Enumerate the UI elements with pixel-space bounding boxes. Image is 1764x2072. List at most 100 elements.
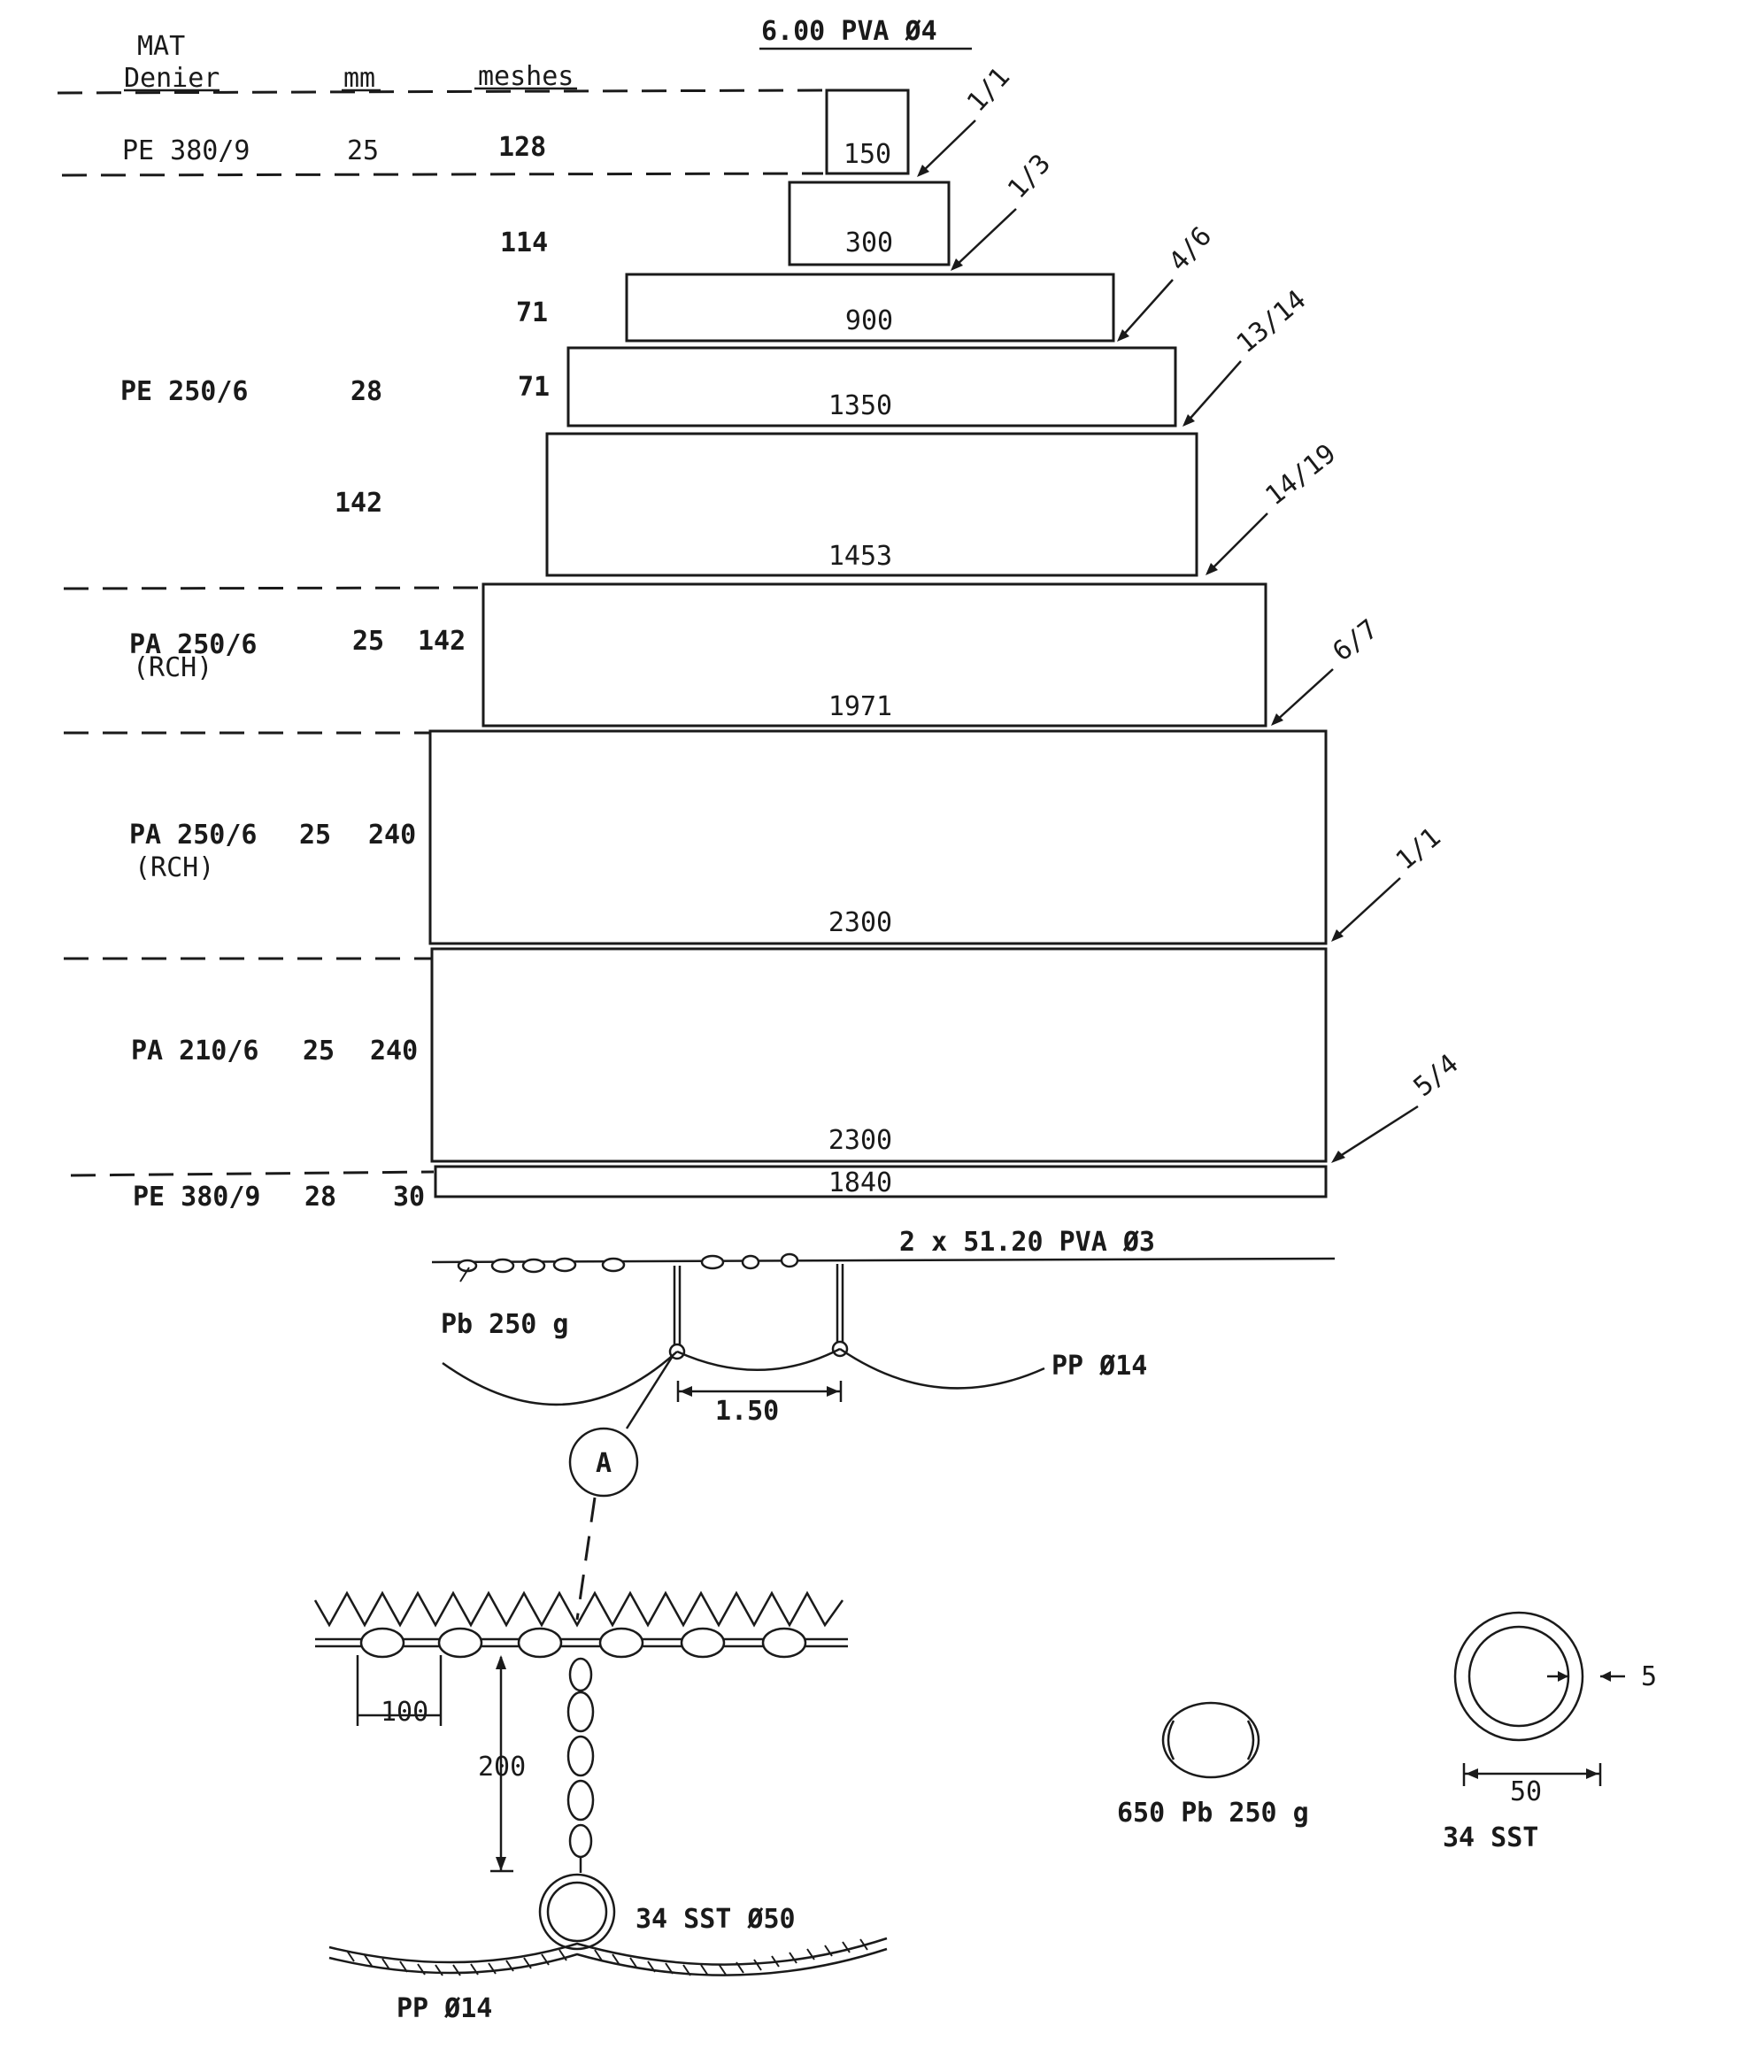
detail-bottom-rope bbox=[328, 1937, 888, 1976]
detail-marker-circle bbox=[568, 1427, 639, 1498]
row2-meshes: 114 bbox=[500, 227, 548, 258]
bridle-curve bbox=[676, 1347, 841, 1372]
row6-note: (RCH) bbox=[133, 652, 212, 683]
cut-callout: 6/7 bbox=[1271, 613, 1384, 726]
net-panel bbox=[566, 346, 1177, 427]
net-panel bbox=[430, 947, 1328, 1163]
detail-sinkers bbox=[359, 1627, 807, 1659]
spacing-label: 1.50 bbox=[715, 1396, 779, 1427]
ring-outer-icon bbox=[1453, 1611, 1584, 1742]
cut-callout: 4/6 bbox=[1117, 221, 1218, 342]
panel-width-label: 300 bbox=[845, 227, 893, 258]
ring-diameter-label: 50 bbox=[1510, 1776, 1542, 1807]
row9-mm: 28 bbox=[304, 1182, 336, 1213]
net-panel bbox=[825, 89, 910, 175]
cut-label: 1/1 bbox=[1390, 821, 1447, 876]
row8-material: PA 210/6 bbox=[131, 1036, 259, 1067]
ring-diameter-dimension bbox=[1462, 1763, 1602, 1786]
net-panel bbox=[788, 181, 951, 266]
cut-callout: 1/3 bbox=[951, 149, 1057, 271]
header-mat: MAT bbox=[137, 31, 185, 62]
panel-width-label: 1453 bbox=[828, 541, 892, 572]
row4-meshes: 71 bbox=[518, 372, 550, 403]
cut-label: 1/1 bbox=[961, 62, 1016, 119]
row5-meshes: 142 bbox=[335, 488, 382, 519]
panel-width-label: 900 bbox=[845, 305, 893, 336]
cut-label: 5/4 bbox=[1408, 1048, 1465, 1103]
detail-ring-inner bbox=[546, 1881, 608, 1943]
detail-leader bbox=[625, 1355, 674, 1429]
detail-drop-dimension bbox=[490, 1655, 513, 1873]
net-panel bbox=[545, 432, 1198, 577]
row1-meshes: 128 bbox=[498, 132, 546, 163]
row6-material: PA 250/6 bbox=[129, 629, 258, 660]
cut-callout: 13/14 bbox=[1182, 284, 1312, 427]
row1-mm: 25 bbox=[347, 135, 379, 166]
cut-label: 1/3 bbox=[1002, 149, 1057, 205]
row1-material: PE 380/9 bbox=[122, 135, 250, 166]
row3-meshes: 71 bbox=[516, 297, 548, 328]
detail-spacing-label: 100 bbox=[381, 1697, 428, 1728]
sinker-label: 650 Pb 250 g bbox=[1117, 1798, 1309, 1829]
footrope-label: 2 x 51.20 PVA Ø3 bbox=[899, 1227, 1155, 1258]
detail-drop-label: 200 bbox=[478, 1752, 526, 1783]
cut-callout: 1/1 bbox=[917, 62, 1016, 177]
panel-width-label: 1971 bbox=[828, 691, 892, 722]
row6-mm: 25 bbox=[352, 626, 384, 657]
row7-mm: 25 bbox=[299, 820, 331, 851]
detail-marker-label: A bbox=[596, 1448, 612, 1479]
net-panel bbox=[625, 273, 1115, 343]
net-panel bbox=[481, 582, 1267, 728]
header-mm: mm bbox=[343, 63, 375, 94]
row7-note: (RCH) bbox=[135, 852, 214, 883]
section-divider bbox=[70, 1170, 435, 1177]
detail-rope-label: PP Ø14 bbox=[397, 1993, 492, 2024]
cut-label: 6/7 bbox=[1327, 613, 1383, 667]
row7-meshes: 240 bbox=[368, 820, 416, 851]
header-denier: Denier bbox=[124, 63, 220, 94]
bridle-curve bbox=[442, 1351, 678, 1406]
detail-dashed-leader bbox=[575, 1497, 597, 1621]
net-panel bbox=[428, 729, 1328, 945]
row7-material: PA 250/6 bbox=[129, 820, 258, 851]
cut-label: 13/14 bbox=[1231, 284, 1313, 359]
weight-label: Pb 250 g bbox=[441, 1309, 569, 1340]
panel-width-label: 1350 bbox=[828, 390, 892, 421]
dropper-chain bbox=[668, 1264, 849, 1360]
ring-thickness-label: 5 bbox=[1641, 1661, 1657, 1692]
panel-width-label: 2300 bbox=[828, 1125, 892, 1156]
section-divider bbox=[63, 586, 479, 590]
netting-zigzag bbox=[313, 1591, 844, 1628]
bridle-label: PP Ø14 bbox=[1051, 1351, 1147, 1382]
ring-thickness-dimension bbox=[1547, 1671, 1625, 1682]
header-meshes: meshes bbox=[478, 61, 574, 92]
ring-label: 34 SST bbox=[1443, 1822, 1538, 1853]
row8-mm: 25 bbox=[303, 1036, 335, 1067]
row8-meshes: 240 bbox=[370, 1036, 418, 1067]
cut-callout: 14/19 bbox=[1206, 438, 1342, 575]
detail-drop-chain bbox=[566, 1657, 595, 1873]
footrope-sinkers bbox=[457, 1252, 799, 1274]
detail-ring-outer bbox=[538, 1873, 616, 1951]
spacing-dimension bbox=[676, 1381, 843, 1402]
panel-width-label: 2300 bbox=[828, 907, 892, 938]
bridle-curve bbox=[839, 1347, 1045, 1390]
detail-ring-label: 34 SST Ø50 bbox=[636, 1904, 796, 1935]
weight-pointer bbox=[459, 1267, 470, 1282]
sinker-icon bbox=[1161, 1701, 1260, 1779]
row4-material: PE 250/6 bbox=[120, 376, 249, 407]
cut-callout: 5/4 bbox=[1331, 1048, 1465, 1163]
headline-title: 6.00 PVA Ø4 bbox=[761, 16, 937, 47]
footrope-line bbox=[431, 1257, 1336, 1264]
row9-material: PE 380/9 bbox=[133, 1182, 261, 1213]
section-divider bbox=[57, 89, 824, 95]
panel-width-label: 150 bbox=[843, 139, 891, 170]
section-divider bbox=[61, 172, 824, 177]
row9-meshes: 30 bbox=[393, 1182, 425, 1213]
panel-width-label: 1840 bbox=[828, 1167, 892, 1198]
detail-spacing-dimension bbox=[356, 1655, 443, 1726]
net-panel bbox=[434, 1165, 1328, 1198]
cut-callout: 1/1 bbox=[1331, 821, 1447, 942]
